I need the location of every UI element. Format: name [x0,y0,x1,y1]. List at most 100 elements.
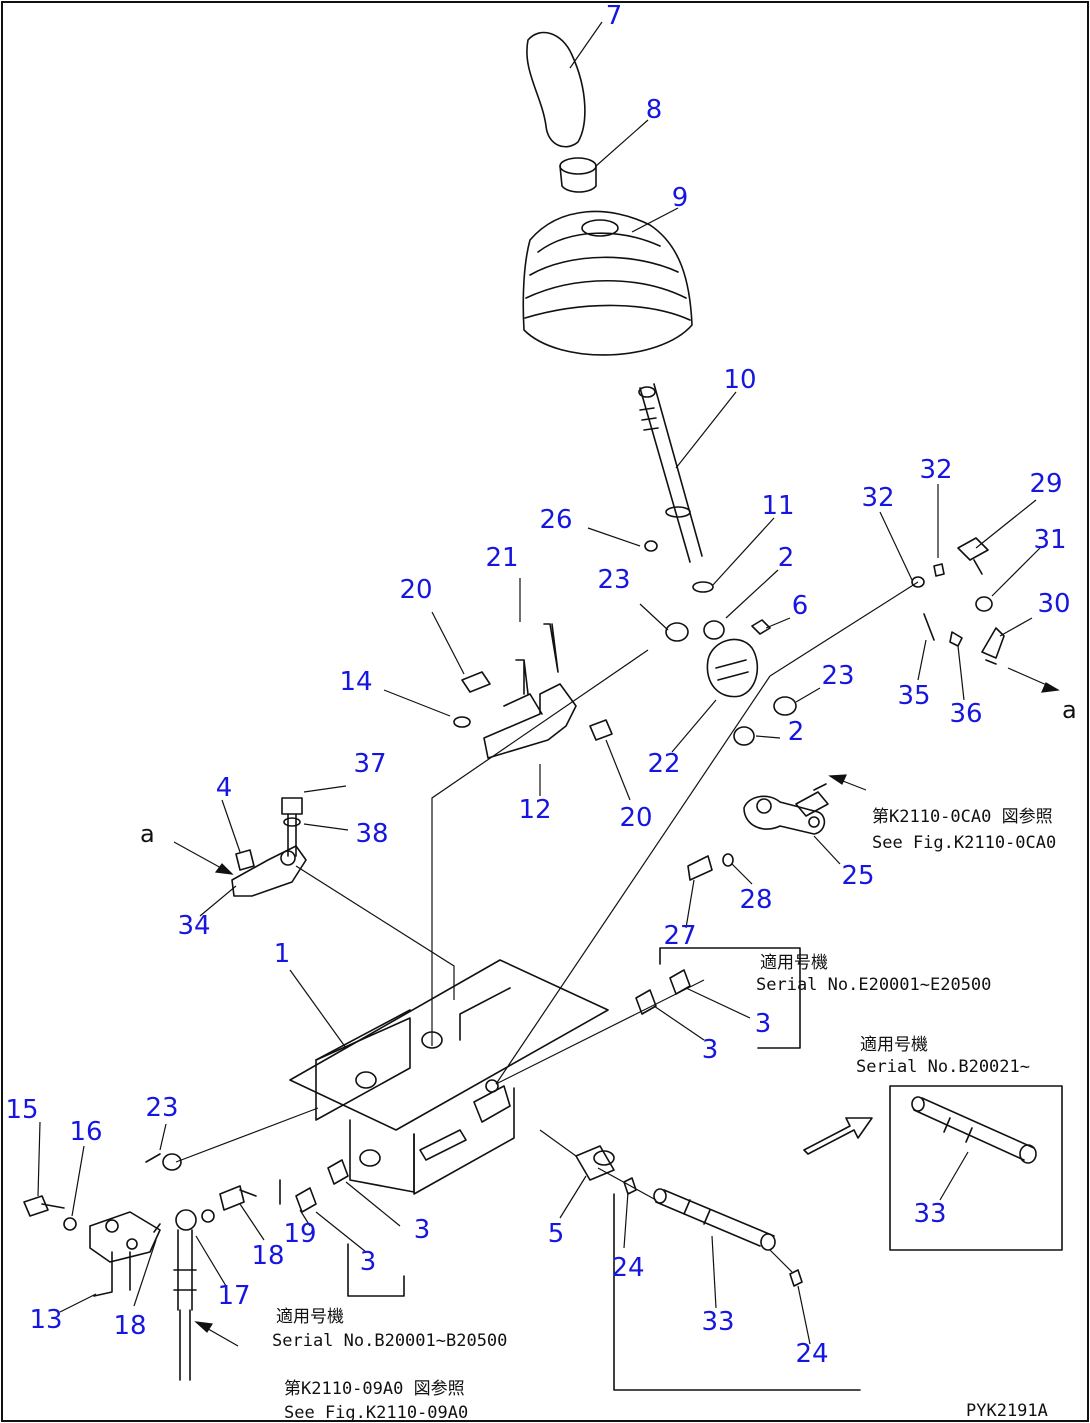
callout-36: 36 [949,699,982,729]
notes-layer: a a 第K2110-0CA0 図参照 See Fig.K2110-0CA0 適… [140,696,1077,1423]
part-32-b [933,563,945,577]
rod-end-ref [795,783,829,817]
serial-bracket-e20001 [659,947,801,1049]
part-3-cyl-b [635,989,657,1015]
view-a-right: a [1062,696,1077,724]
callout-25: 25 [841,861,874,891]
part-18-washer [201,1209,215,1223]
callout-16: 16 [69,1117,102,1147]
part-28-washer [722,853,734,867]
serial-e20001-jp: 適用号機 [760,953,828,973]
callout-2: 2 [778,543,795,573]
callout-19: 19 [283,1219,316,1249]
part-3-cyl-c [669,969,691,995]
part-38-washer [283,817,301,827]
part-17-rod-end [173,1209,197,1381]
callout-3: 3 [414,1215,431,1245]
ref-k2110-0ca0-en: See Fig.K2110-0CA0 [872,833,1056,853]
ref-k2110-09a0-jp: 第K2110-09A0 図参照 [284,1379,465,1399]
part-8-nut [559,157,597,193]
callout-12: 12 [518,795,551,825]
drawing-code: PYK2191A [966,1401,1048,1421]
part-7-grip [526,31,586,148]
serial-b20001-jp: 適用号機 [276,1307,344,1327]
callout-3: 3 [702,1035,719,1065]
callout-20: 20 [399,575,432,605]
ref-k2110-09a0-en: See Fig.K2110-09A0 [284,1403,468,1423]
part-20-pin-b [589,719,613,741]
serial-b20021-jp: 適用号機 [860,1035,928,1055]
callout-26: 26 [539,505,572,535]
callout-38: 38 [355,819,388,849]
part-18-pin [153,1223,161,1233]
callout-17: 17 [217,1281,250,1311]
leader-lines [37,21,1041,1345]
part-24-clip-a [623,1177,637,1195]
callout-34: 34 [177,911,210,941]
serial-bracket-lower [613,1193,861,1391]
callout-22: 22 [647,749,680,779]
part-32-a [911,576,925,588]
callout-13: 13 [29,1305,62,1335]
part-3-cyl-a [327,1159,349,1185]
part-23-bushing-b [773,696,797,716]
part-9-boot [522,210,693,356]
callout-35: 35 [897,681,930,711]
callout-3: 3 [360,1247,377,1277]
callout-23: 23 [821,661,854,691]
part-30 [981,627,1005,665]
serial-e20001-en: Serial No.E20001~E20500 [756,975,991,995]
part-3-cyl-d [295,1187,317,1213]
callout-23: 23 [145,1093,178,1123]
callout-30: 30 [1037,589,1070,619]
part-24-clip-b [789,1269,803,1287]
serial-b20021-en: Serial No.B20021~ [856,1057,1030,1077]
part-25-arm [743,795,826,835]
callout-1: 1 [274,939,291,969]
callout-7: 7 [606,1,623,31]
part-11-washer [692,581,714,593]
callout-33: 33 [701,1307,734,1337]
part-36 [949,631,963,647]
serial-b20001-en: Serial No.B20001~B20500 [272,1331,507,1351]
callout-15: 15 [5,1095,38,1125]
callout-9: 9 [672,183,689,213]
part-23-detail [145,1153,161,1163]
callout-3: 3 [755,1009,772,1039]
part-6 [751,619,771,635]
callout-32: 32 [919,455,952,485]
part-31 [975,596,993,612]
callout-23: 23 [597,565,630,595]
callout-21: 21 [485,543,518,573]
part-13-yoke [89,1211,161,1297]
callout-18: 18 [113,1311,146,1341]
inset-frame [889,1085,1063,1251]
part-15-bolt [23,1195,65,1217]
callout-14: 14 [339,667,372,697]
part-4 [235,849,255,871]
callout-24: 24 [611,1253,644,1283]
callout-31: 31 [1033,525,1066,555]
callout-5: 5 [548,1219,565,1249]
part-14 [453,716,471,728]
part-20-pin-a [461,671,491,693]
part-23-bushing-a [665,622,689,642]
callout-27: 27 [663,921,696,951]
serial-bracket-b20001 [279,1179,405,1297]
callout-24: 24 [795,1339,828,1369]
part-29 [957,537,989,575]
part-5-bushing [575,1145,615,1181]
callout-29: 29 [1029,469,1062,499]
callout-10: 10 [723,365,756,395]
part-1-base [289,959,609,1195]
inset-arrow [803,1117,873,1155]
part-18-bolt [219,1185,257,1211]
part-33-shaft-a [653,1188,776,1251]
part-16-washer [63,1217,77,1231]
part-12-bracket [483,683,577,759]
callout-32: 32 [861,483,894,513]
